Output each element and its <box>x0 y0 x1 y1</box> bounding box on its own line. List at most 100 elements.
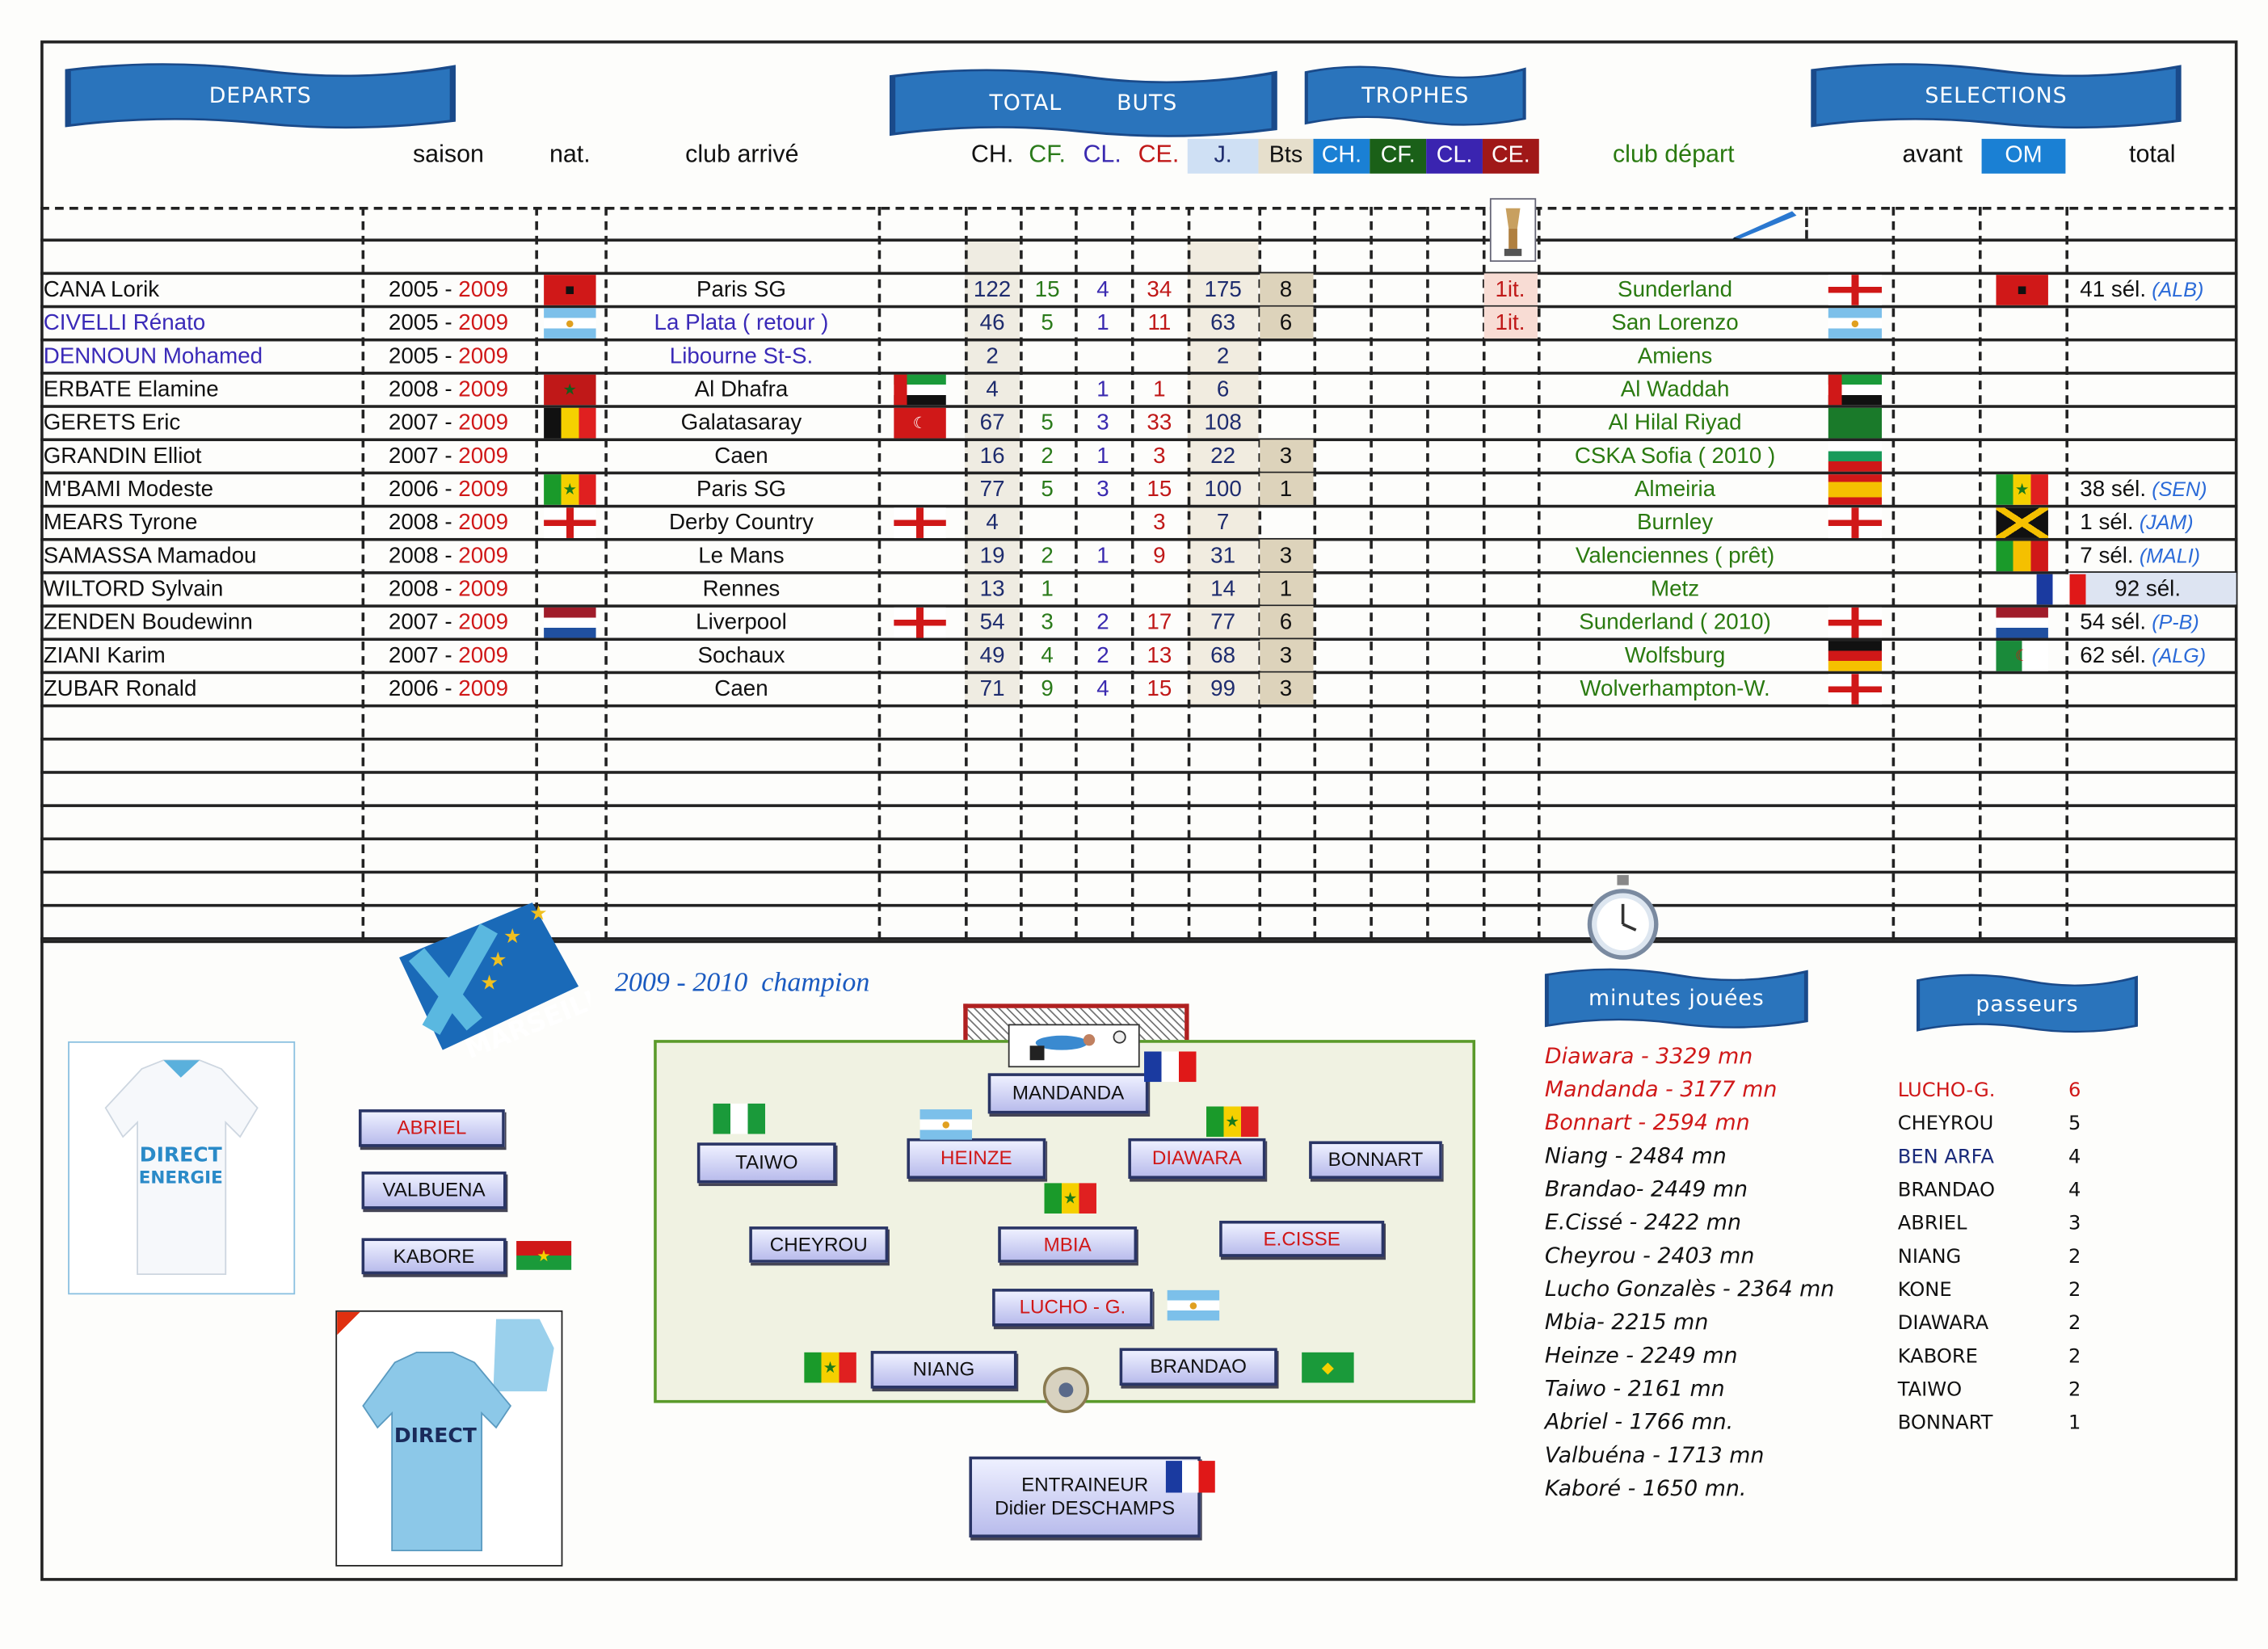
club-arrive: Caen <box>714 676 768 702</box>
substitute-abriel: ABRIEL <box>358 1109 505 1147</box>
nationality-flag-icon <box>544 507 596 538</box>
stat-ce: 15 <box>1147 477 1172 503</box>
club-depart: Al Hilal Riyad <box>1608 410 1742 435</box>
player-name: ZUBAR Ronald <box>43 676 197 702</box>
coach-title: ENTRAINEUR <box>1021 1474 1149 1496</box>
selection-country: (SEN) <box>2152 477 2207 501</box>
row-line <box>40 771 2238 774</box>
row-line <box>40 271 2238 276</box>
selection-total: 54 sél.(P-B) <box>2080 606 2199 639</box>
flag-emblem: ● <box>1188 1296 1198 1315</box>
stat-cl <box>1075 507 1131 540</box>
season-end: 2009 <box>458 544 509 569</box>
stat-cl: 2 <box>1096 610 1109 635</box>
minutes-item: Mbia- 2215 mn <box>1544 1309 1709 1336</box>
nationality-flag-icon <box>544 407 596 439</box>
substitute-flag-icon: ★ <box>516 1240 572 1270</box>
player-season: 2007 - 2009 <box>362 406 536 440</box>
club-depart-flag-icon <box>1828 441 1883 472</box>
season-start: 2007 <box>388 610 439 635</box>
svg-text:★: ★ <box>529 902 547 925</box>
season-end: 2009 <box>458 344 509 369</box>
header-saison: saison <box>412 140 484 168</box>
header-line <box>40 238 2238 242</box>
header-bts: Bts <box>1258 138 1314 174</box>
row-line <box>40 372 2238 375</box>
stat-ce: 15 <box>1147 676 1172 702</box>
stat-bts <box>1258 340 1313 373</box>
player-season: 2007 - 2009 <box>362 606 536 639</box>
stat-bts <box>1258 406 1313 440</box>
selection-count: 92 sél. <box>2114 577 2182 602</box>
stat-cf <box>1020 340 1075 373</box>
player-season: 2008 - 2009 <box>362 573 536 606</box>
row-line <box>40 704 2238 708</box>
stat-cl: 1 <box>1096 310 1109 336</box>
header-trophy-cf: CF. <box>1370 138 1427 174</box>
coach-name: Didier DESCHAMPS <box>995 1496 1176 1519</box>
trophy-ce: 1it. <box>1495 310 1525 336</box>
bts-shade <box>1260 273 1314 305</box>
stat-bts: 1 <box>1279 577 1293 602</box>
column-divider <box>965 206 968 940</box>
header-trophy-ch: CH. <box>1313 138 1370 174</box>
column-divider <box>1020 206 1023 940</box>
flag-emblem: ★ <box>2014 482 2030 499</box>
stat-j: 2 <box>1216 344 1230 369</box>
stat-j: 6 <box>1216 377 1230 402</box>
column-divider <box>1805 206 1808 239</box>
stat-cl <box>1075 573 1131 606</box>
minutes-item: Brandao- 2449 mn <box>1544 1176 1748 1202</box>
flag-emblem: ● <box>565 314 575 332</box>
selection-total: 62 sél.(ALG) <box>2080 639 2206 672</box>
stat-ch: 46 <box>979 310 1005 336</box>
club-arrive-flag-icon <box>894 607 946 638</box>
passeur-count: 2 <box>2068 1378 2081 1402</box>
nationality-flag-icon: ■ <box>544 275 596 305</box>
selection-country: (JAM) <box>2139 510 2194 534</box>
stat-bts <box>1258 373 1313 406</box>
stat-bts: 3 <box>1279 676 1293 702</box>
stat-bts: 3 <box>1279 544 1293 569</box>
season-dash: - <box>438 377 459 402</box>
player-season: 2007 - 2009 <box>362 639 536 672</box>
selection-total: 38 sél.(SEN) <box>2080 473 2207 506</box>
stat-j: 7 <box>1216 510 1230 536</box>
row-line <box>40 438 2238 442</box>
banner-passeurs: passeurs <box>1917 972 2138 1034</box>
passeur-count: 2 <box>2068 1344 2081 1369</box>
stat-ch: 67 <box>979 410 1005 435</box>
minutes-item: Heinze - 2249 mn <box>1544 1342 1738 1369</box>
column-divider <box>604 206 608 940</box>
player-name: MEARS Tyrone <box>43 510 198 536</box>
bts-shade <box>1260 440 1314 472</box>
row-line <box>40 471 2238 475</box>
selection-count: 7 sél. <box>2080 544 2134 569</box>
stat-j: 108 <box>1204 410 1242 435</box>
player-flag-icon: ★ <box>804 1352 856 1383</box>
bts-shade <box>1260 473 1314 505</box>
passeur-name: BONNART <box>1897 1411 1993 1435</box>
stat-cf: 15 <box>1034 277 1060 303</box>
passeur-name: TAIWO <box>1897 1378 1963 1402</box>
club-depart-flag-icon <box>1828 374 1883 406</box>
banner-label: minutes jouées <box>1588 985 1765 1012</box>
season-start: 2008 <box>388 544 439 569</box>
season-dash: - <box>438 577 459 602</box>
row-line <box>40 305 2238 309</box>
selection-flag-icon <box>1996 507 2048 538</box>
bts-shade <box>1260 606 1314 638</box>
player-season: 2006 - 2009 <box>362 672 536 705</box>
stat-cf: 9 <box>1041 676 1054 702</box>
sheet-frame <box>40 40 2238 1581</box>
player-season: 2005 - 2009 <box>362 307 536 340</box>
header-cf: CF. <box>1029 140 1066 168</box>
selection-flag-icon <box>2036 574 2086 605</box>
season-start: 2007 <box>388 643 439 669</box>
selection-flag-icon: ☾ <box>1996 641 2048 671</box>
stat-ch: 13 <box>979 577 1005 602</box>
club-arrive: Sochaux <box>697 643 785 669</box>
passeur-count: 4 <box>2068 1145 2081 1169</box>
banner-departs: DEPARTS <box>65 61 456 130</box>
season-start: 2008 <box>388 577 439 602</box>
